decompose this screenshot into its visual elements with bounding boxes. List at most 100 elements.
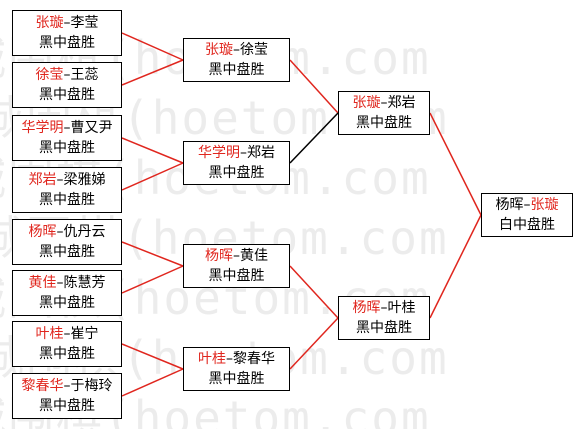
match-box-r3m2: 杨晖–叶桂黑中盘胜 (338, 296, 430, 340)
match-box-r1m3: 华学明–曹又尹黑中盘胜 (12, 115, 122, 161)
connector-r1m5-to-r2m3 (121, 241, 184, 267)
player-one: 黎春华 (21, 378, 64, 394)
match-box-r2m2: 华学明–郑岩黑中盘胜 (183, 141, 290, 185)
match-players: 黄佳–陈慧芳 (29, 273, 106, 293)
match-players: 张璇–郑岩 (353, 93, 416, 113)
match-players: 杨晖–仇丹云 (29, 222, 106, 242)
player-two: 叶桂 (387, 300, 416, 316)
player-two: 李莹 (70, 15, 99, 31)
match-players: 杨晖–黄佳 (205, 246, 268, 266)
separator: – (56, 172, 64, 188)
match-players: 杨晖–张璇 (496, 195, 559, 215)
player-two: 梁雅娣 (63, 172, 106, 188)
match-result: 黑中盘胜 (208, 165, 265, 181)
separator: – (56, 224, 64, 240)
match-result: 黑中盘胜 (208, 62, 265, 78)
player-two: 徐莹 (240, 42, 268, 58)
player-one: 张璇 (205, 42, 233, 58)
player-two: 于梅玲 (70, 378, 113, 394)
player-two: 陈慧芳 (63, 275, 106, 291)
match-box-r1m2: 徐莹–王蕊黑中盘胜 (12, 62, 122, 108)
connector-r3m2-to-final (429, 214, 482, 319)
match-players: 张璇–李莹 (36, 13, 99, 33)
connector-r1m2-to-r2m1 (121, 59, 184, 86)
player-two: 黄佳 (240, 248, 268, 264)
player-two: 郑岩 (247, 145, 275, 161)
separator: – (233, 248, 240, 264)
player-one: 杨晖 (205, 248, 233, 264)
match-result: 黑中盘胜 (356, 320, 412, 336)
match-result: 黑中盘胜 (39, 398, 95, 414)
connector-r1m6-to-r2m3 (121, 265, 184, 294)
separator: – (56, 275, 64, 291)
match-result: 黑中盘胜 (39, 35, 95, 51)
match-box-r2m4: 叶桂–黎春华黑中盘胜 (183, 347, 290, 391)
connector-r1m7-to-r2m4 (121, 343, 184, 370)
connector-r2m2-to-r3m1 (289, 112, 339, 164)
match-players: 张璇–徐莹 (205, 40, 268, 60)
match-players: 徐莹–王蕊 (36, 65, 99, 85)
match-result: 黑中盘胜 (39, 244, 95, 260)
connector-r1m4-to-r2m2 (121, 162, 184, 191)
match-box-r1m1: 张璇–李莹黑中盘胜 (12, 10, 122, 56)
player-one: 张璇 (35, 15, 64, 31)
match-players: 杨晖–叶桂 (353, 298, 416, 318)
connector-r2m4-to-r3m2 (289, 317, 339, 370)
match-box-r2m3: 杨晖–黄佳黑中盘胜 (183, 244, 290, 288)
separator: – (380, 300, 388, 316)
match-result: 黑中盘胜 (39, 346, 95, 362)
connector-r3m1-to-final (429, 112, 482, 216)
player-one: 杨晖 (28, 224, 57, 240)
player-two: 黎春华 (233, 351, 275, 367)
separator: – (523, 197, 531, 213)
match-box-final: 杨晖–张璇白中盘胜 (481, 193, 573, 237)
connector-r2m1-to-r3m1 (289, 59, 339, 114)
separator: – (63, 15, 71, 31)
player-two: 张璇 (530, 197, 559, 213)
separator: – (63, 378, 71, 394)
match-box-r2m1: 张璇–徐莹黑中盘胜 (183, 38, 290, 82)
match-result: 黑中盘胜 (39, 192, 95, 208)
match-box-r1m8: 黎春华–于梅玲黑中盘胜 (12, 373, 122, 419)
connector-r1m8-to-r2m4 (121, 368, 184, 397)
match-box-r1m4: 郑岩–梁雅娣黑中盘胜 (12, 167, 122, 213)
match-result: 黑中盘胜 (208, 371, 265, 387)
match-box-r1m5: 杨晖–仇丹云黑中盘胜 (12, 219, 122, 265)
separator: – (226, 351, 233, 367)
match-result: 黑中盘胜 (39, 87, 95, 103)
match-result: 黑中盘胜 (356, 115, 412, 131)
match-players: 华学明–郑岩 (198, 143, 275, 163)
match-players: 叶桂–黎春华 (198, 349, 275, 369)
match-players: 郑岩–梁雅娣 (29, 170, 106, 190)
match-box-r1m6: 黄佳–陈慧芳黑中盘胜 (12, 270, 122, 316)
separator: – (380, 95, 388, 111)
match-result: 黑中盘胜 (39, 295, 95, 311)
player-one: 杨晖 (352, 300, 381, 316)
match-players: 黎春华–于梅玲 (22, 376, 113, 396)
connector-r1m3-to-r2m2 (121, 137, 184, 164)
separator: – (63, 67, 71, 83)
player-two: 仇丹云 (63, 224, 106, 240)
player-one: 黄佳 (28, 275, 57, 291)
player-two: 曹又尹 (70, 120, 113, 136)
match-result: 白中盘胜 (499, 217, 555, 233)
match-players: 叶桂–崔宁 (36, 324, 99, 344)
player-one: 华学明 (198, 145, 240, 161)
player-one: 张璇 (352, 95, 381, 111)
separator: – (63, 120, 71, 136)
player-two: 郑岩 (387, 95, 416, 111)
player-one: 徐莹 (35, 67, 64, 83)
match-result: 黑中盘胜 (208, 268, 265, 284)
separator: – (240, 145, 247, 161)
match-box-r1m7: 叶桂–崔宁黑中盘胜 (12, 321, 122, 367)
separator: – (233, 42, 240, 58)
player-one: 叶桂 (198, 351, 226, 367)
player-one: 叶桂 (35, 326, 64, 342)
match-result: 黑中盘胜 (39, 140, 95, 156)
connector-r2m3-to-r3m2 (289, 265, 339, 319)
player-two: 崔宁 (70, 326, 99, 342)
player-one: 华学明 (21, 120, 64, 136)
player-two: 王蕊 (70, 67, 99, 83)
